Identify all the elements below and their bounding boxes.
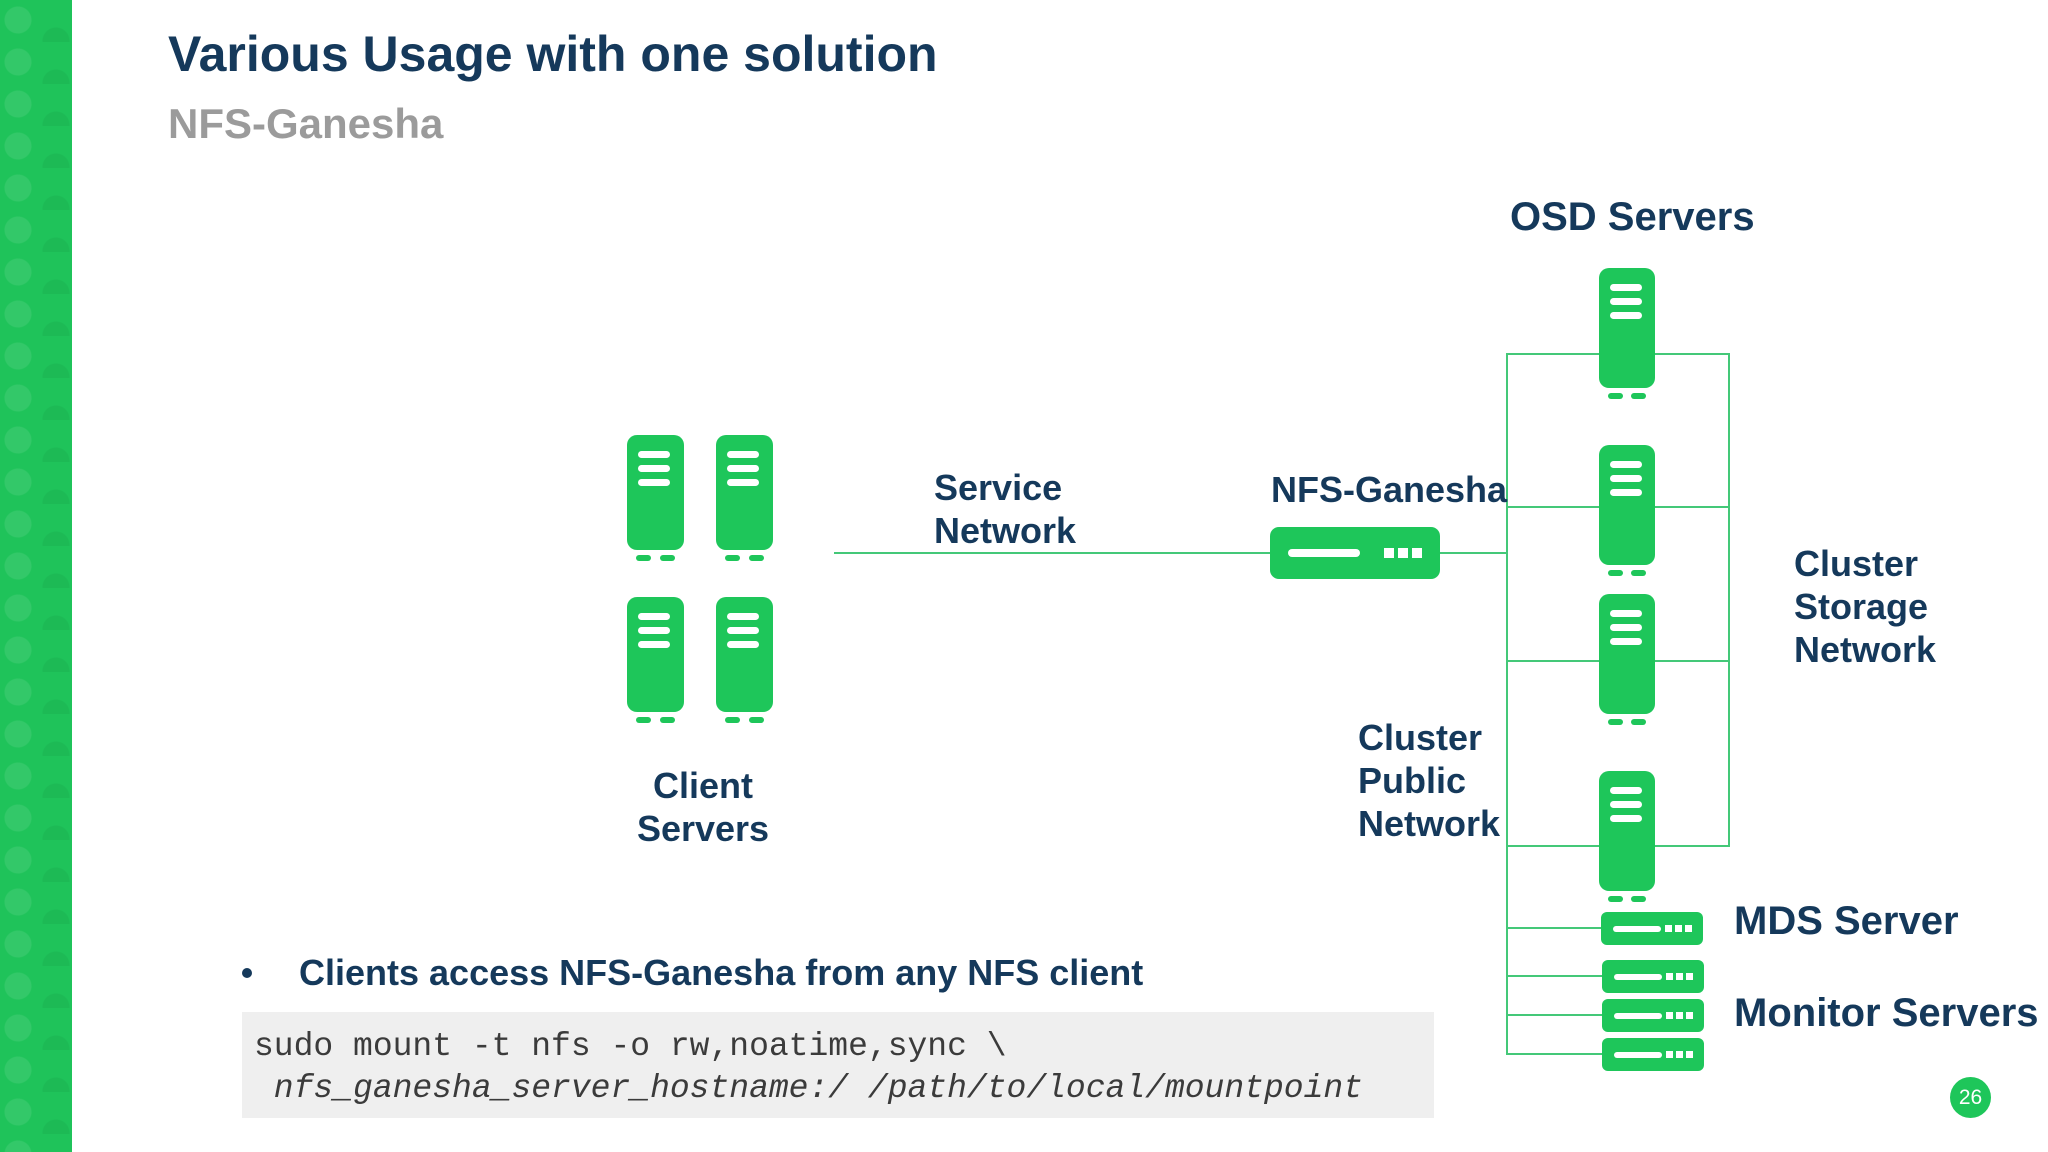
service-network-label: Service Network: [934, 467, 1077, 551]
monitor-rack-server-icon: [1602, 1038, 1704, 1071]
monitor-servers-label: Monitor Servers: [1734, 991, 2039, 1035]
osd-server-icon: [1599, 268, 1655, 399]
monitor2-connector-line: [1506, 1014, 1604, 1016]
service-network-line-right: [1440, 552, 1508, 554]
slide-title: Various Usage with one solution: [168, 26, 938, 82]
osd-server-icon: [1599, 445, 1655, 576]
mount-command-code-block: sudo mount -t nfs -o rw,noatime,sync \ n…: [242, 1012, 1434, 1118]
client-server-icon: [716, 435, 773, 561]
client-server-icon: [716, 597, 773, 723]
client-server-icon: [627, 597, 684, 723]
monitor-rack-server-icon: [1602, 999, 1704, 1032]
client-server-icon: [627, 435, 684, 561]
monitor3-connector-line: [1506, 1053, 1604, 1055]
osd-server-icon: [1599, 594, 1655, 725]
cluster-public-network-rail: [1506, 353, 1508, 1055]
code-line-1: sudo mount -t nfs -o rw,noatime,sync \: [254, 1028, 1007, 1065]
mds-server-label: MDS Server: [1734, 899, 1959, 943]
osd-server-icon: [1599, 771, 1655, 902]
slide-subtitle: NFS-Ganesha: [168, 100, 444, 147]
mds-connector-line: [1506, 927, 1603, 929]
bullet-item: Clients access NFS-Ganesha from any NFS …: [242, 952, 1143, 994]
cluster-storage-network-label: Cluster Storage Network: [1794, 543, 1937, 670]
nfs-ganesha-label: NFS-Ganesha: [1271, 469, 1508, 510]
monitor-rack-server-icon: [1602, 960, 1704, 993]
cluster-public-network-label: Cluster Public Network: [1358, 717, 1501, 844]
osd-servers-label: OSD Servers: [1510, 195, 1755, 239]
monitor1-connector-line: [1506, 975, 1604, 977]
slide-accent-bar: [0, 0, 72, 1152]
page-number-badge: 26: [1950, 1077, 1991, 1118]
cluster-storage-network-rail: [1728, 353, 1730, 847]
service-network-line: [834, 552, 1270, 554]
code-line-2: nfs_ganesha_server_hostname:/ /path/to/l…: [254, 1070, 1363, 1107]
bullet-marker: [242, 968, 252, 978]
nfs-ganesha-rack-server-icon: [1270, 527, 1440, 579]
mds-rack-server-icon: [1601, 912, 1703, 945]
client-servers-label: Client Servers: [636, 765, 770, 849]
bullet-text: Clients access NFS-Ganesha from any NFS …: [299, 952, 1144, 993]
